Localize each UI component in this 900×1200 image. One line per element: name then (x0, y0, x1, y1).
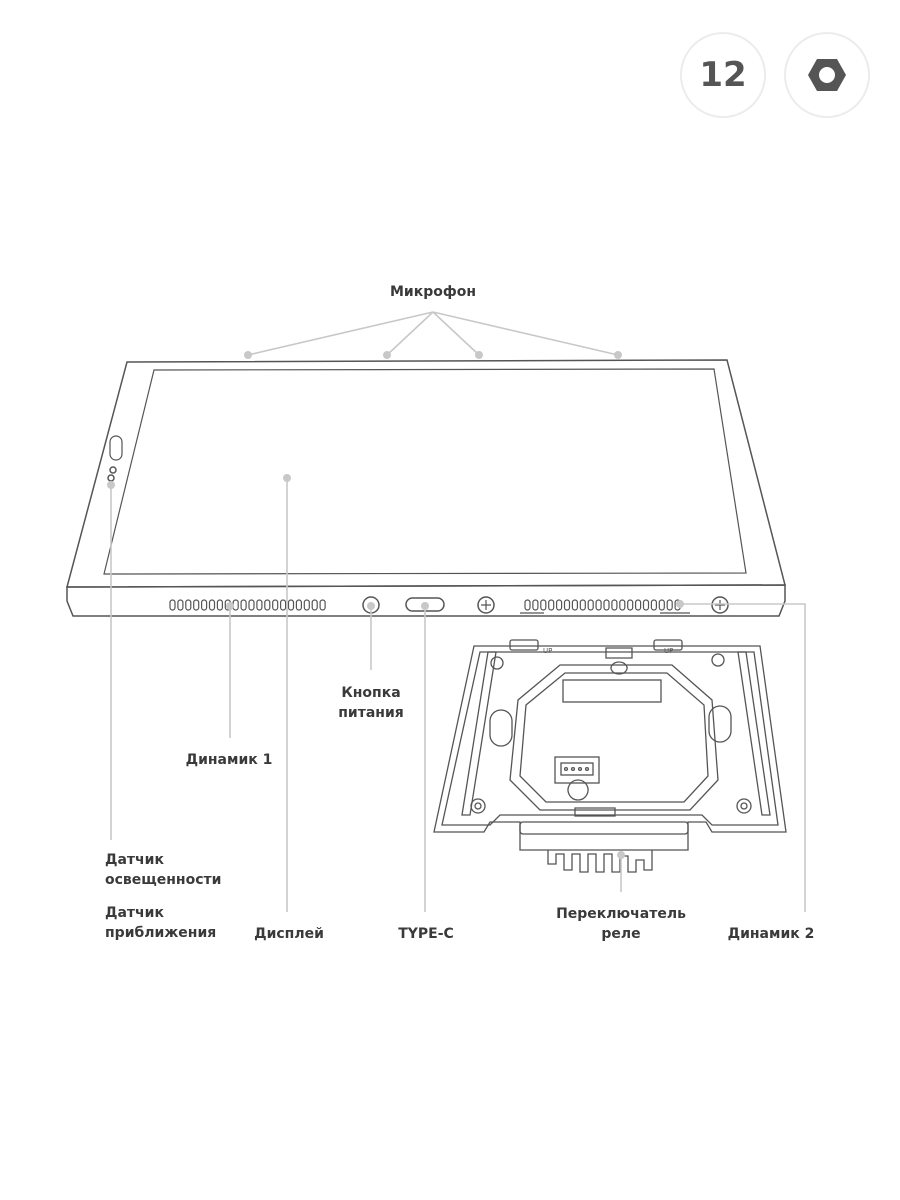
plate-outline (433, 645, 787, 851)
label-light-sensor-line1: Датчик (105, 852, 164, 868)
grille-slot (216, 599, 223, 611)
relay-switch-body (547, 850, 653, 873)
grille-slot (169, 599, 176, 611)
grille-slot (248, 599, 255, 611)
keyhole-bottom (567, 779, 616, 817)
label-relay-switch-line1: Переключатель (556, 906, 686, 922)
grille-slot (619, 599, 626, 611)
label-microphone: Микрофон (389, 284, 477, 300)
grille-slot (642, 599, 650, 611)
label-light-sensor: Датчик освещенности (105, 850, 221, 890)
grille-slot (587, 599, 594, 611)
grille-slot (240, 599, 247, 611)
leader-dots (107, 351, 684, 859)
grille-slot (563, 599, 571, 611)
plate-mark-up-left: UP (543, 647, 552, 655)
leader-lines (110, 311, 806, 912)
rail-right (737, 651, 771, 816)
grille-slot (571, 599, 579, 611)
grille-slot (540, 599, 547, 611)
rail-left (461, 651, 497, 816)
grille-slot (208, 599, 216, 611)
label-power-button-line2: питания (338, 705, 404, 721)
label-proximity-sensor-line1: Датчик (105, 905, 164, 921)
leader-mic (247, 311, 619, 356)
grille-slot (658, 599, 665, 611)
screw-right (711, 596, 729, 614)
grille-slot (193, 599, 200, 611)
plate-bottom-bar (519, 821, 689, 835)
label-light-sensor-line2: освещенности (105, 872, 222, 888)
grille-slot (532, 599, 539, 611)
count-badge: 12 (680, 32, 766, 118)
plate-mark-up-right: UP (664, 647, 673, 655)
grille-slot (579, 599, 586, 611)
label-relay-switch-line2: реле (601, 926, 641, 942)
grille-slot (595, 599, 602, 611)
panel-device (66, 359, 786, 617)
leader-speaker2 (680, 603, 806, 912)
proximity-sensor (107, 474, 115, 482)
grille-slot (272, 599, 279, 611)
label-power-button: Кнопка питания (338, 683, 404, 723)
label-proximity-sensor-line2: приближения (105, 925, 217, 941)
grille-slot (611, 599, 618, 611)
slot-right (708, 705, 732, 743)
grille-slot (524, 599, 531, 611)
grille-slot (627, 599, 634, 611)
plate-octagon (509, 664, 719, 811)
grille-slot (303, 599, 310, 611)
grille-slot (201, 599, 208, 611)
grille-slot (177, 599, 184, 611)
grille-slot (232, 599, 239, 611)
grille-slot (634, 599, 642, 611)
plate-window (562, 679, 662, 703)
label-display: Дисплей (254, 926, 324, 942)
sensor-window (109, 435, 123, 461)
grille-slot (650, 599, 658, 611)
panel-face (66, 359, 786, 588)
keyhole-top (605, 647, 633, 675)
grille-slot (666, 599, 673, 611)
grille-slot (548, 599, 555, 611)
grille-slot (311, 599, 318, 611)
label-type-c: TYPE-C (398, 926, 454, 942)
panel-bottom-edge (66, 584, 786, 617)
plate-octagon-inner (519, 672, 709, 803)
grille-slot (319, 599, 326, 611)
nut-badge (784, 32, 870, 118)
label-relay-switch: Переключатель реле (556, 904, 686, 944)
grille-slot (185, 599, 192, 611)
relay-connector (554, 756, 600, 784)
speaker-grille-2 (524, 599, 681, 611)
display-screen (103, 368, 747, 575)
mounting-plate (433, 639, 787, 873)
label-proximity-sensor: Датчик приближения (105, 903, 216, 943)
plate-inner (441, 651, 779, 826)
grille-slot (295, 599, 302, 611)
grille-slot (603, 599, 610, 611)
hex-nut-icon (808, 59, 846, 91)
grille-slot (287, 599, 295, 611)
speaker-grille-1 (169, 599, 326, 611)
slot-left (489, 709, 513, 747)
label-speaker2: Динамик 2 (727, 926, 815, 942)
label-speaker1: Динамик 1 (185, 752, 273, 768)
grille-slot (555, 599, 563, 611)
count-value: 12 (699, 55, 747, 95)
screw-left (477, 596, 495, 614)
grille-slot (264, 599, 271, 611)
light-sensor (109, 466, 117, 474)
grille-slot (280, 599, 287, 611)
label-power-button-line1: Кнопка (341, 685, 401, 701)
grille-slot (256, 599, 263, 611)
